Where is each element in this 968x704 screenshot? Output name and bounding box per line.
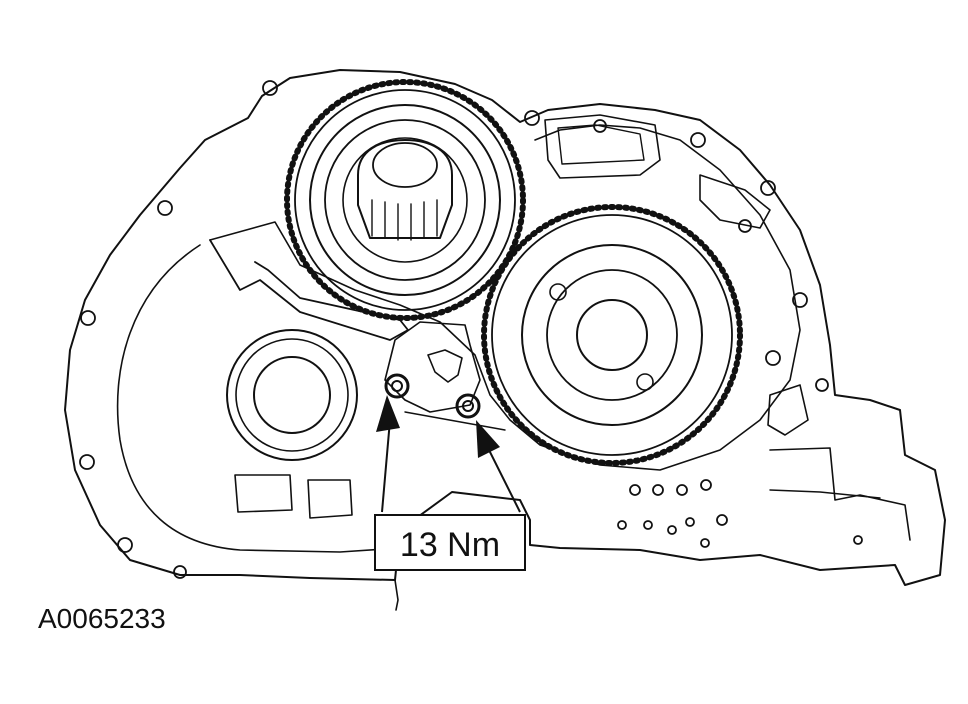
- bolt-right: [455, 393, 481, 419]
- left-bearing-outer: [226, 329, 358, 461]
- bearing-rollers: [371, 199, 438, 241]
- large-gear-bore: [576, 299, 648, 371]
- housing-outline: [64, 69, 946, 586]
- bolt-left: [384, 373, 410, 399]
- right-slot: [767, 384, 809, 436]
- valve-body: [769, 447, 911, 541]
- clutch-drum-hub: [342, 137, 468, 263]
- valve-body-line: [769, 489, 881, 499]
- figure-id: A0065233: [38, 603, 166, 634]
- large-gear-hole-top: [549, 283, 567, 301]
- upper-gear-rim: [294, 89, 516, 311]
- bearing-cage: [357, 139, 453, 239]
- large-gear-hole-bottom: [636, 373, 654, 391]
- left-inner-arc: [116, 244, 401, 553]
- clutch-drum-inner: [324, 119, 486, 281]
- lever-arm: [209, 239, 409, 341]
- torque-arrows: [376, 395, 521, 513]
- bracket-edge: [404, 411, 506, 431]
- large-gear-hub-outer: [546, 269, 678, 401]
- shaft-end: [372, 142, 438, 188]
- clutch-drum-outer: [309, 104, 501, 296]
- torque-label: 13 Nm: [400, 526, 500, 564]
- detent-bracket: [427, 349, 463, 383]
- large-gear-web: [521, 244, 703, 426]
- left-bearing-mid: [235, 338, 349, 452]
- upper-pocket-inner: [557, 124, 645, 165]
- lower-pocket-left: [234, 474, 293, 513]
- inner-contour: [209, 124, 801, 471]
- right-pocket: [699, 174, 771, 229]
- upper-gear-teeth: [284, 79, 526, 321]
- upper-pocket: [544, 114, 661, 179]
- large-gear-teeth: [481, 204, 743, 466]
- leader-line: [394, 579, 399, 611]
- left-bearing-inner: [253, 356, 331, 434]
- housing-bolt-holes: [79, 80, 863, 579]
- large-gear-rim: [491, 214, 733, 456]
- lower-pocket-mid: [307, 479, 353, 519]
- torque-callout: 13 Nm: [374, 514, 526, 571]
